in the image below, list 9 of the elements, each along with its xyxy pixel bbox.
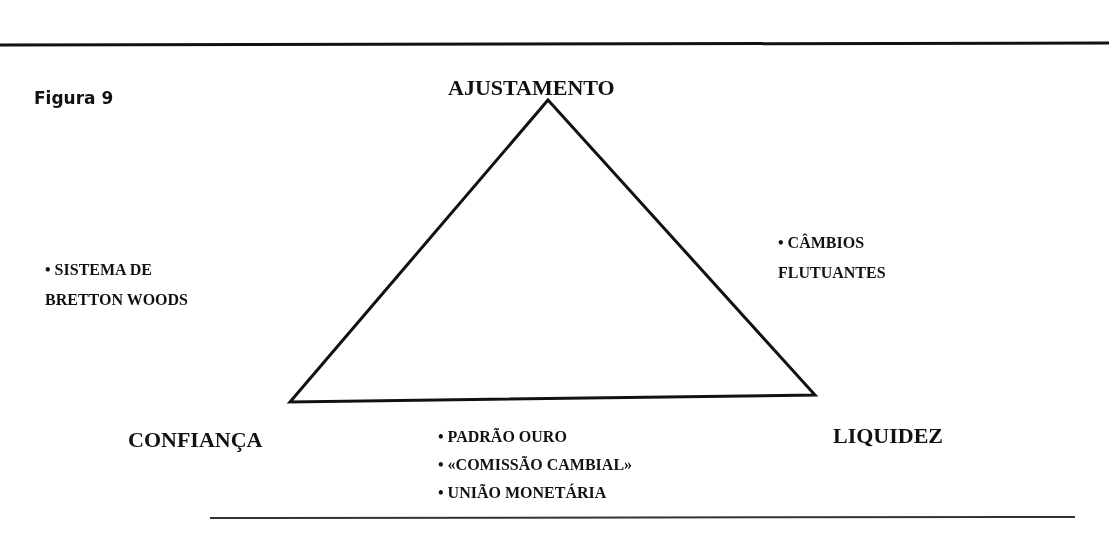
corner-label: CONFIANÇA bbox=[128, 426, 264, 454]
bullet-item: • «COMISSÃO CAMBIAL» bbox=[438, 455, 634, 475]
bullet-item: • SISTEMA DE BRETTON WOODS bbox=[45, 260, 189, 311]
bullet-item: • PADRÃO OURO bbox=[438, 427, 568, 447]
bullet-item: • CÂMBIOS FLUTUANTES bbox=[778, 232, 887, 284]
bullet-item: • UNIÃO MONETÁRIA bbox=[438, 482, 608, 503]
corner-label: AJUSTAMENTO bbox=[448, 74, 616, 102]
figure-title: Figura 9 bbox=[34, 88, 114, 108]
corner-label: LIQUIDEZ bbox=[833, 422, 945, 450]
